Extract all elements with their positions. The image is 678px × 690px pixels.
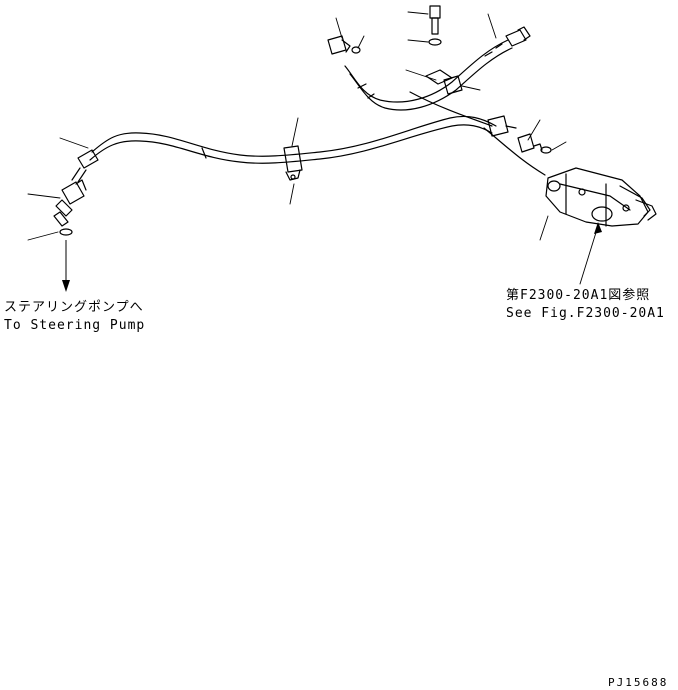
left-hose-end-fitting <box>71 149 99 183</box>
middle-clamp <box>283 145 303 181</box>
upper-right-hose-end <box>505 26 531 47</box>
main-hose-inner <box>89 124 493 164</box>
upper-left-fitting <box>327 35 361 55</box>
to-steering-pump-label-jp: ステアリングポンプへ <box>4 300 144 315</box>
washer <box>428 38 442 46</box>
figure-reference-label-en: See Fig.F2300-20A1 <box>506 306 665 321</box>
right-fitting <box>487 115 552 154</box>
upper-hose-inner <box>349 47 513 111</box>
hose-mark <box>201 147 207 159</box>
drawing-code: PJ15688 <box>608 676 669 689</box>
upper-clamp <box>425 69 463 95</box>
to-steering-pump-label-en: To Steering Pump <box>4 318 146 333</box>
steering-valve-unit <box>545 167 657 227</box>
left-elbow-fitting <box>53 179 87 227</box>
leader-lines <box>27 11 567 241</box>
left-o-ring <box>59 228 73 236</box>
connector-hose <box>409 91 493 127</box>
main-hose <box>91 115 497 157</box>
figure-reference-label-jp: 第F2300-20A1図参照 <box>506 288 651 303</box>
reference-leader <box>579 225 599 285</box>
pump-arrow-head <box>62 280 70 292</box>
bolt <box>429 5 441 35</box>
reference-arrow-head <box>594 222 602 234</box>
upper-hose-outer <box>344 39 509 103</box>
